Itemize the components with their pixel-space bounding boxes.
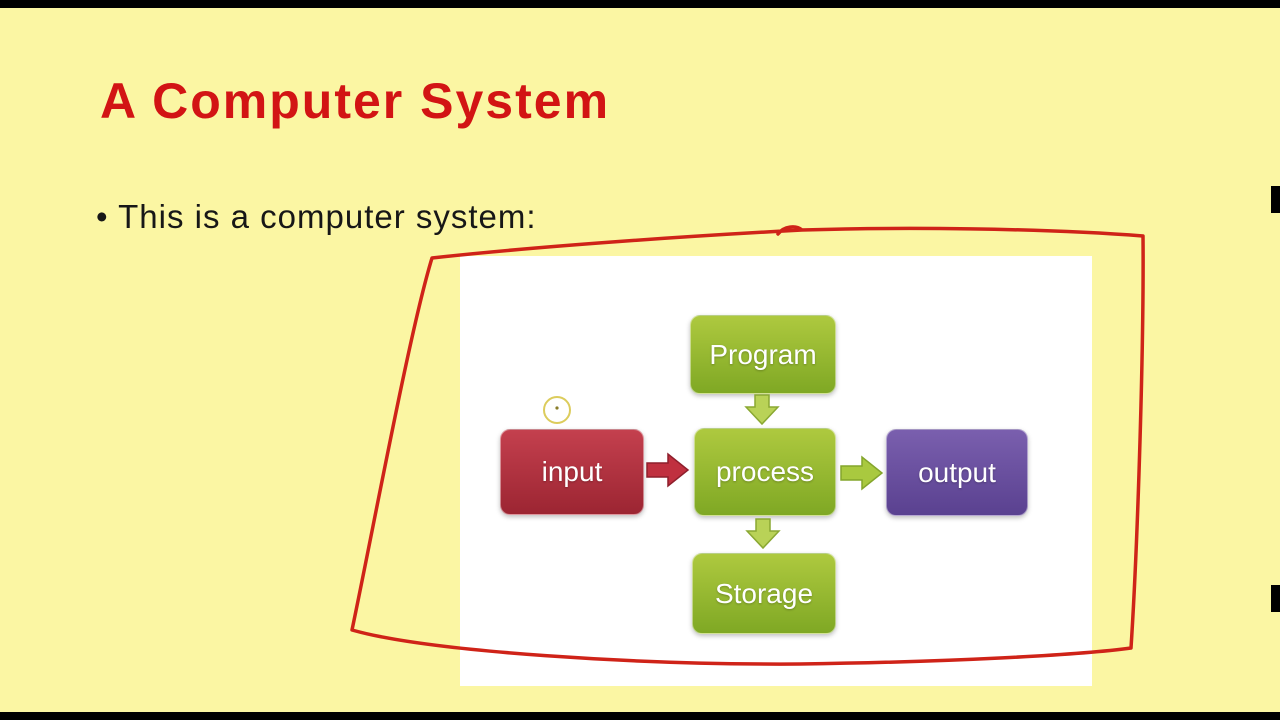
- node-input-label: input: [541, 456, 603, 487]
- node-output-label: output: [918, 456, 996, 488]
- node-input: input: [500, 429, 644, 515]
- diagram-panel: Program input process output Storage: [460, 256, 1092, 686]
- edge-artifact-bottom: [1271, 585, 1280, 612]
- node-program: Program: [690, 315, 836, 394]
- node-storage-label: Storage: [714, 577, 814, 609]
- arrow-right-process-to-output-icon: [840, 455, 884, 491]
- node-process-label: process: [715, 456, 815, 487]
- node-output: output: [886, 429, 1028, 516]
- arrow-right-input-to-process-icon: [646, 452, 690, 488]
- letterbox-bottom-bar: [0, 712, 1280, 720]
- edge-artifact-top: [1271, 186, 1280, 213]
- arrow-down-process-to-storage-icon: [743, 518, 783, 550]
- bullet-text: • This is a computer system:: [96, 198, 537, 235]
- arrow-down-program-to-process-icon: [742, 394, 782, 426]
- letterbox-top-bar: [0, 0, 1280, 8]
- node-process: process: [694, 428, 836, 516]
- node-program-label: Program: [709, 338, 817, 370]
- node-storage: Storage: [692, 553, 836, 634]
- slide-title: A Computer System: [100, 73, 611, 129]
